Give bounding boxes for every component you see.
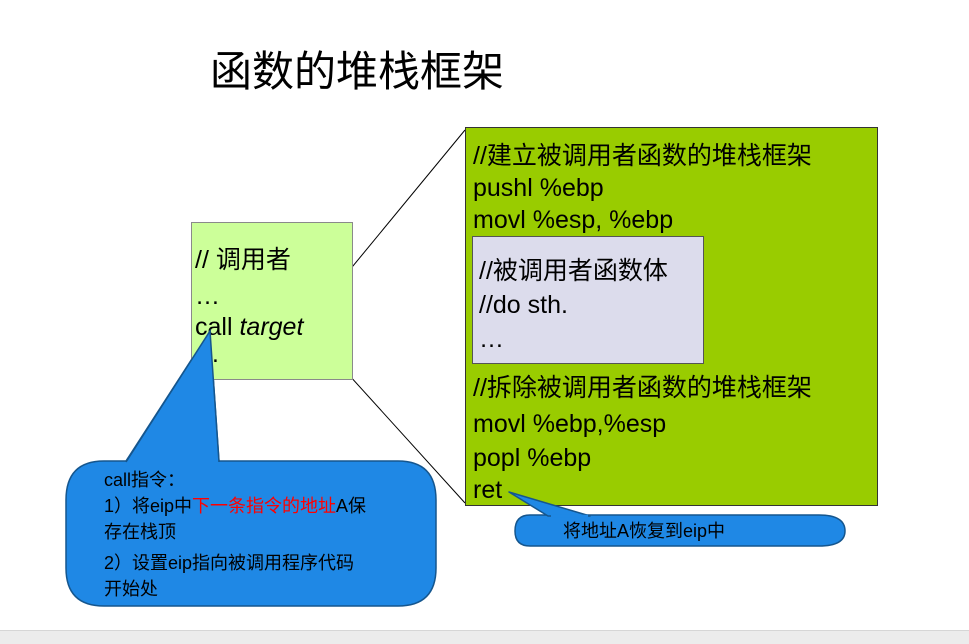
call-target: target [239,313,304,341]
setup-comment: //建立被调用者函数的堆栈框架 [473,142,812,170]
ret-note-callout [514,514,846,547]
caller-comment: // 调用者 [195,246,291,274]
call-note-line1-suffix: A保 [336,496,367,516]
call-note-line4: 开始处 [104,579,158,599]
call-note-highlight: 下一条指令的地址 [192,496,337,516]
ret-note-pointer [508,491,591,517]
callee-body-box: //被调用者函数体 //do sth. … [472,236,704,364]
body-ellipsis: … [479,325,504,353]
caller-ellipsis-top: … [195,282,220,310]
call-note-line1: 1）将eip中下一条指令的地址A保 [104,493,366,519]
call-instruction: call target [195,312,303,342]
teardown-line-ret: ret [473,476,503,504]
slide-title: 函数的堆栈框架 [210,48,505,95]
call-keyword: call [195,313,240,341]
teardown-comment: //拆除被调用者函数的堆栈框架 [473,374,812,402]
body-comment: //被调用者函数体 [479,257,668,285]
setup-line: movl %esp, %ebp [473,206,674,234]
teardown-line: movl %ebp,%esp [473,410,667,438]
call-note-pointer-edge [125,328,220,463]
teardown-line: popl %ebp [473,444,592,472]
call-note-pointer [126,331,219,462]
call-note-line3: 2）设置eip指向被调用程序代码 [104,553,355,573]
caller-box: // 调用者 … call target … [191,222,353,380]
call-note-heading: call指令： [104,470,186,490]
call-note-line2: 存在栈顶 [104,522,176,542]
bottom-bar [0,630,969,644]
call-note-callout [65,328,437,607]
call-note-line1-prefix: 1）将eip中 [104,496,193,516]
setup-line: pushl %ebp [473,174,604,202]
ret-note: 将地址A恢复到eip中 [563,521,726,541]
body-line: //do sth. [479,291,568,319]
